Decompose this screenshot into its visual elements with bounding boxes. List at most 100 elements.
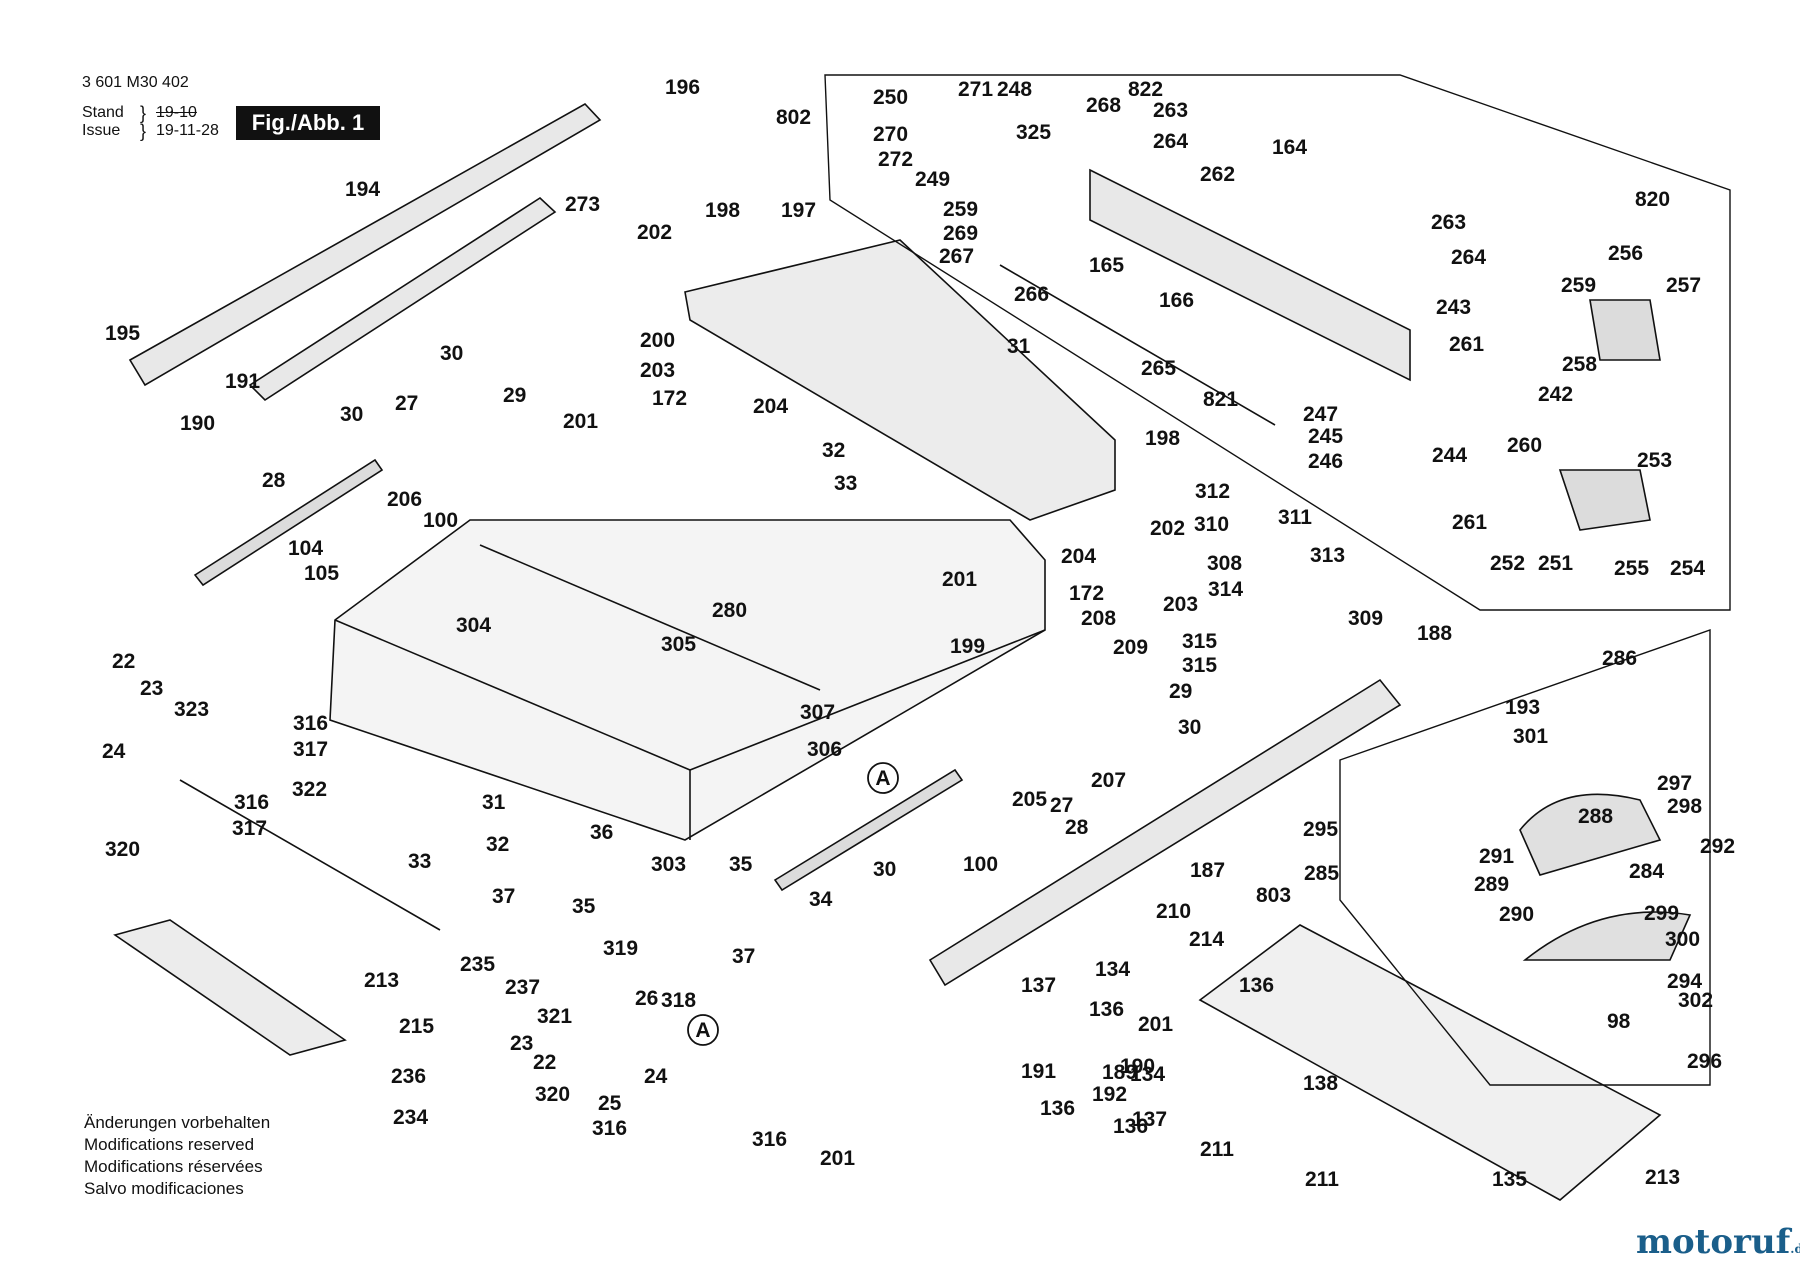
part-label: 211 xyxy=(1200,1138,1234,1161)
part-label: 310 xyxy=(1194,513,1229,536)
part-label: 33 xyxy=(834,472,857,495)
part-label: 291 xyxy=(1479,845,1514,868)
part-label: 32 xyxy=(822,439,845,462)
part-label: 288 xyxy=(1578,805,1613,828)
part-label: 820 xyxy=(1635,188,1670,211)
part-label: 259 xyxy=(943,198,978,221)
part-outlines xyxy=(113,74,1731,1201)
part-label: 23 xyxy=(140,677,163,700)
part-label: 29 xyxy=(503,384,526,407)
part-label: 211 xyxy=(1305,1168,1339,1191)
part-label: 803 xyxy=(1256,884,1291,907)
part-label: 294 xyxy=(1667,970,1702,993)
watermark-main: motoruf xyxy=(1636,1222,1791,1262)
part-label: 28 xyxy=(1065,816,1089,839)
part-label: 292 xyxy=(1700,835,1735,858)
stand-label: Stand xyxy=(82,104,124,121)
watermark-tld: .de xyxy=(1790,1242,1800,1256)
part-label: 301 xyxy=(1513,725,1548,748)
brace-icon: } xyxy=(140,103,147,123)
part-label: 261 xyxy=(1452,511,1487,534)
part-label: 286 xyxy=(1602,647,1637,670)
part-label: 290 xyxy=(1499,903,1534,926)
part-label: 105 xyxy=(304,562,339,585)
part-label: 305 xyxy=(661,633,696,656)
part-label: 265 xyxy=(1141,357,1176,380)
part-label: 316 xyxy=(234,791,269,814)
figure-badge: Fig./Abb. 1 xyxy=(236,106,380,140)
part-label: 34 xyxy=(809,888,833,911)
part-label: 190 xyxy=(1120,1055,1155,1078)
part-label: 210 xyxy=(1156,900,1191,923)
part-label: 252 xyxy=(1490,552,1525,575)
part-label: 259 xyxy=(1561,274,1596,297)
part-label: 261 xyxy=(1449,333,1484,356)
part-label: 318 xyxy=(661,989,696,1012)
part-label: 280 xyxy=(712,599,747,622)
part-label: 33 xyxy=(408,850,431,873)
part-label: 199 xyxy=(950,635,985,658)
part-label: 316 xyxy=(293,712,328,735)
part-label: 249 xyxy=(915,168,950,191)
part-label: 316 xyxy=(752,1128,787,1151)
part-label: 134 xyxy=(1130,1063,1165,1086)
part-label: 299 xyxy=(1644,902,1679,925)
part-label: 237 xyxy=(505,976,540,999)
part-label: 37 xyxy=(732,945,755,968)
part-label: 136 xyxy=(1113,1115,1148,1138)
note-es: Salvo modificaciones xyxy=(84,1179,244,1198)
part-label: 263 xyxy=(1431,211,1466,234)
note-fr: Modifications réservées xyxy=(84,1157,263,1176)
part-label: 27 xyxy=(1050,794,1073,817)
part-label: 314 xyxy=(1208,578,1243,601)
reference-marker: A xyxy=(867,762,899,794)
part-label: 27 xyxy=(395,392,418,415)
reference-marker-label: A xyxy=(695,1019,710,1042)
part-label: 201 xyxy=(563,410,598,433)
part-label: 244 xyxy=(1432,444,1467,467)
part-label: 201 xyxy=(1138,1013,1173,1036)
part-label: 263 xyxy=(1153,99,1188,122)
stand-date: 19-10 xyxy=(156,104,197,121)
part-label: 289 xyxy=(1474,873,1509,896)
part-label: 215 xyxy=(399,1015,434,1038)
part-label: 235 xyxy=(460,953,495,976)
part-label: 193 xyxy=(1505,696,1540,719)
part-label: 134 xyxy=(1095,958,1130,981)
part-label: 322 xyxy=(292,778,327,801)
part-label: 285 xyxy=(1304,862,1339,885)
part-label: 29 xyxy=(1169,680,1192,703)
part-label: 31 xyxy=(1007,335,1031,358)
reference-marker: A xyxy=(687,1014,719,1046)
part-label: 136 xyxy=(1040,1097,1075,1120)
part-label: 191 xyxy=(225,370,260,393)
revision-block: Stand } 19-10 Issue } 19-11-28 xyxy=(82,104,219,140)
part-label: 206 xyxy=(387,488,422,511)
part-label: 190 xyxy=(180,412,215,435)
part-label: 31 xyxy=(482,791,506,814)
part-label: 207 xyxy=(1091,769,1126,792)
part-label: 136 xyxy=(1089,998,1124,1021)
part-label: 821 xyxy=(1203,388,1238,411)
part-label: 204 xyxy=(753,395,788,418)
issue-label: Issue xyxy=(82,122,121,139)
part-label: 268 xyxy=(1086,94,1121,117)
part-label: 30 xyxy=(873,858,896,881)
part-label: 104 xyxy=(288,537,323,560)
reference-markers: AA xyxy=(687,762,899,1046)
part-label: 164 xyxy=(1272,136,1307,159)
part-label: 313 xyxy=(1310,544,1345,567)
site-watermark: motoruf.de xyxy=(1636,1222,1800,1262)
part-label: 172 xyxy=(652,387,687,410)
part-label: 269 xyxy=(943,222,978,245)
part-label: 320 xyxy=(105,838,140,861)
part-label: 191 xyxy=(1021,1060,1056,1083)
part-label: 100 xyxy=(423,509,458,532)
part-label: 284 xyxy=(1629,860,1664,883)
part-label: 213 xyxy=(364,969,399,992)
part-label: 202 xyxy=(637,221,672,244)
part-label: 32 xyxy=(486,833,509,856)
part-label: 204 xyxy=(1061,545,1096,568)
part-label: 203 xyxy=(640,359,675,382)
part-label: 23 xyxy=(510,1032,533,1055)
